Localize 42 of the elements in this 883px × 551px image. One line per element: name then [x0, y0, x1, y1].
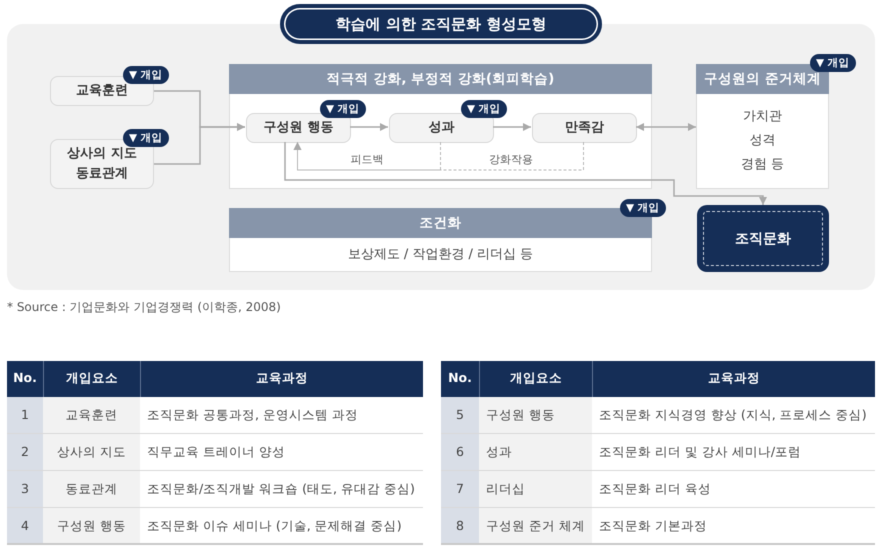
table-cell: 교육훈련 [43, 397, 140, 434]
intervention-tag: ▼ 개입 [123, 129, 169, 147]
result-box: 조직문화 [697, 205, 829, 272]
column-header: 교육과정 [592, 361, 875, 397]
table-cell: 리더십 [479, 471, 592, 508]
table-cell: 구성원 행동 [43, 508, 140, 545]
intervention-tag: ▼ 개입 [461, 100, 507, 118]
row-number: 6 [441, 434, 479, 471]
arrow [284, 142, 767, 205]
intervention-tag: ▼ 개입 [320, 100, 366, 118]
group-header: 적극적 강화, 부정적 강화(회피학습) [229, 64, 652, 94]
row-number: 8 [441, 508, 479, 545]
arrow [350, 123, 388, 131]
table-cell: 성과 [479, 434, 592, 471]
table-cell: 상사의 지도 [43, 434, 140, 471]
arrow [493, 123, 531, 131]
dashed-arrow [294, 142, 584, 170]
title-banner: 학습에 의한 조직문화 형성모형 [280, 4, 602, 44]
double-headed-arrow [636, 123, 696, 131]
row-number: 4 [7, 508, 43, 545]
table-cell: 구성원 준거 체계 [479, 508, 592, 545]
row-number: 2 [7, 434, 43, 471]
column-header: 개입요소 [479, 361, 592, 397]
table-cell: 구성원 행동 [479, 397, 592, 434]
column-header: No. [7, 361, 43, 397]
row-number: 7 [441, 471, 479, 508]
group-text: 가치관 성격 경험 등 [740, 108, 786, 174]
row-number: 5 [441, 397, 479, 434]
row-number: 1 [7, 397, 43, 434]
row-number: 3 [7, 471, 43, 508]
process-box: 성과 [389, 113, 494, 143]
group-text: 보상제도 / 작업환경 / 리더십 등 [348, 246, 534, 264]
group-box [229, 64, 652, 189]
column-header: No. [441, 361, 479, 397]
column-header: 교육과정 [140, 361, 423, 397]
source-note: * Source : 기업문화와 기업경쟁력 (이학종, 2008) [7, 299, 281, 315]
process-box: 만족감 [532, 113, 637, 143]
intervention-tag: ▼ 개입 [123, 66, 169, 84]
column-header: 개입요소 [43, 361, 140, 397]
arrow [154, 123, 245, 165]
table-cell: 동료관계 [43, 471, 140, 508]
process-box: 구성원 행동 [246, 113, 351, 143]
